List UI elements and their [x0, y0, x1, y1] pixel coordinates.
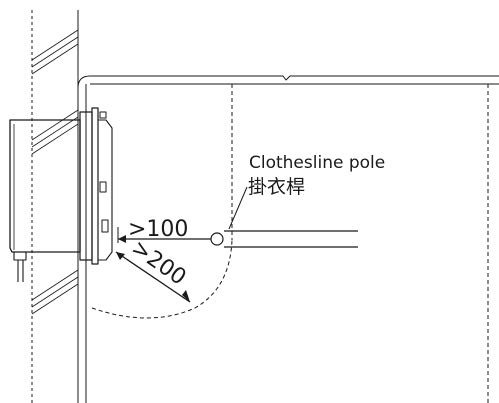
dim-diag-line — [115, 251, 191, 303]
clothesline-pole — [210, 186, 358, 248]
unit-low-bracket — [101, 219, 109, 233]
unit-body — [9, 119, 81, 253]
unit-mid-bracket — [99, 181, 107, 193]
dim-diag-arrow-start — [116, 252, 125, 260]
dim-diag-arrow-end — [182, 290, 190, 302]
wall-unit — [9, 107, 113, 282]
pole-label-en: Clothesline pole — [249, 153, 385, 173]
dim-diag-label: >200 — [127, 235, 191, 290]
dim-front-label: >100 — [128, 217, 188, 242]
pole-leader-line — [228, 186, 248, 230]
cabinet-top — [77, 75, 499, 89]
unit-front-panel — [98, 119, 113, 261]
unit-front-plate — [91, 107, 99, 265]
wall-section — [31, 10, 79, 403]
dim-front-arrow — [118, 235, 126, 243]
unit-top-bracket — [99, 111, 107, 119]
unit-outlet — [13, 251, 27, 261]
swing-arc — [91, 239, 233, 319]
cabinet-outline — [77, 75, 499, 403]
pole-label-zh: 掛衣桿 — [248, 176, 305, 198]
wall-hatching — [31, 29, 79, 315]
dimension-lines — [115, 227, 211, 303]
pole-end-circle — [210, 232, 224, 246]
